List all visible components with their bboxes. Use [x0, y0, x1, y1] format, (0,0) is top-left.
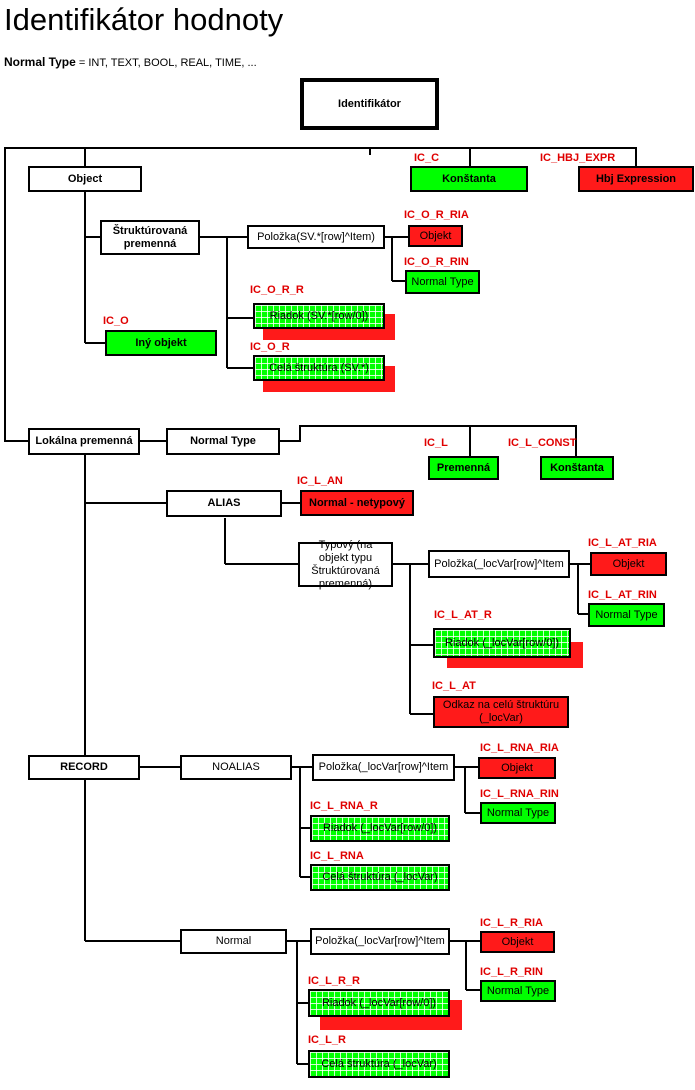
alias-box: ALIAS — [166, 490, 282, 517]
at-odkaz-box: Odkaz na celú štruktúru (_locVar) — [433, 696, 569, 728]
code-label: IC_L_RNA_RIA — [480, 742, 559, 754]
code-label: IC_O_R_R — [250, 284, 304, 296]
hbj-expression-box: Hbj Expression — [578, 166, 694, 192]
iny-objekt-box: Iný objekt — [105, 330, 217, 356]
code-label: IC_O_R_RIN — [404, 256, 469, 268]
netypovy-box: Normal - netypový — [300, 490, 414, 516]
o-riadok-box: Riadok (SV.*[row/0]) — [253, 303, 385, 329]
o-cela-box: Celá štruktúra (SV.*) — [253, 355, 385, 381]
normal-type-label: Normal Type — [4, 55, 76, 69]
page-title: Identifikátor hodnoty — [4, 2, 284, 37]
r-objekt-box: Objekt — [480, 931, 555, 953]
o-normal-type-box: Normal Type — [405, 270, 480, 294]
identifikator-box: Identifikátor — [300, 78, 439, 130]
code-label: IC_L_AT_RIN — [588, 589, 657, 601]
code-label: IC_O_R — [250, 341, 290, 353]
rna-riadok-box: Riadok (_locVar[row/0]) — [310, 815, 450, 842]
normal-type-values: = INT, TEXT, BOOL, REAL, TIME, ... — [78, 57, 257, 69]
connector — [470, 147, 637, 166]
rna-objekt-box: Objekt — [478, 757, 556, 779]
r-cela-box: Celá štruktúra (_locVar) — [308, 1050, 450, 1078]
konstanta-box: Konštanta — [410, 166, 528, 192]
l-normal-type-box: Normal Type — [166, 428, 280, 455]
code-label: IC_L_R — [308, 1034, 346, 1046]
rna-cela-box: Celá štruktúra (_locVar) — [310, 864, 450, 891]
strukturovana-box: Štruktúrovaná premenná — [100, 220, 200, 255]
connector — [280, 425, 471, 456]
code-label: IC_O — [103, 315, 129, 327]
r-normal-type-box: Normal Type — [480, 980, 556, 1002]
at-polozka-box: Položka(_locVar[row]^Item — [428, 550, 570, 578]
o-objekt-box: Objekt — [408, 225, 463, 247]
noalias-box: NOALIAS — [180, 755, 292, 780]
code-label: IC_L_R_RIN — [480, 966, 543, 978]
code-label: IC_L_CONST — [508, 437, 577, 449]
premenna-box: Premenná — [428, 456, 499, 480]
connector — [470, 425, 577, 456]
lokalna-box: Lokálna premenná — [28, 428, 140, 455]
o-polozka-box: Položka(SV.*[row]^Item) — [247, 225, 385, 249]
code-label: IC_L — [424, 437, 448, 449]
object-box: Object — [28, 166, 142, 192]
code-label: IC_L_R_R — [308, 975, 360, 987]
typovy-box: Typový (na objekt typu Štruktúrovaná pre… — [298, 539, 393, 590]
at-objekt-box: Objekt — [590, 552, 667, 576]
connector — [4, 147, 371, 442]
normal-box: Normal — [180, 929, 287, 954]
r-riadok-box: Riadok (_locVar[row/0]) — [308, 989, 450, 1017]
code-label: IC_L_RNA_RIN — [480, 788, 559, 800]
at-riadok-box: Riadok (_locVar[row/0]) — [433, 628, 571, 658]
code-label: IC_HBJ_EXPR — [540, 152, 616, 164]
code-label: IC_L_AT — [432, 680, 476, 692]
code-label: IC_C — [414, 152, 440, 164]
at-normal-type-box: Normal Type — [588, 603, 665, 627]
code-label: IC_L_RNA — [310, 850, 364, 862]
code-label: IC_L_AN — [297, 475, 343, 487]
code-label: IC_L_AT_R — [434, 609, 492, 621]
code-label: IC_O_R_RIA — [404, 209, 469, 221]
normal-type-note: Normal Type = INT, TEXT, BOOL, REAL, TIM… — [4, 55, 257, 69]
l-konstanta-box: Konštanta — [540, 456, 614, 480]
code-label: IC_L_AT_RIA — [588, 537, 657, 549]
rna-normal-type-box: Normal Type — [480, 802, 556, 824]
code-label: IC_L_RNA_R — [310, 800, 378, 812]
record-box: RECORD — [28, 755, 140, 780]
r-polozka-box: Položka(_locVar[row]^Item — [310, 928, 450, 955]
code-label: IC_L_R_RIA — [480, 917, 543, 929]
rna-polozka-box: Položka(_locVar[row]^Item — [312, 754, 455, 781]
